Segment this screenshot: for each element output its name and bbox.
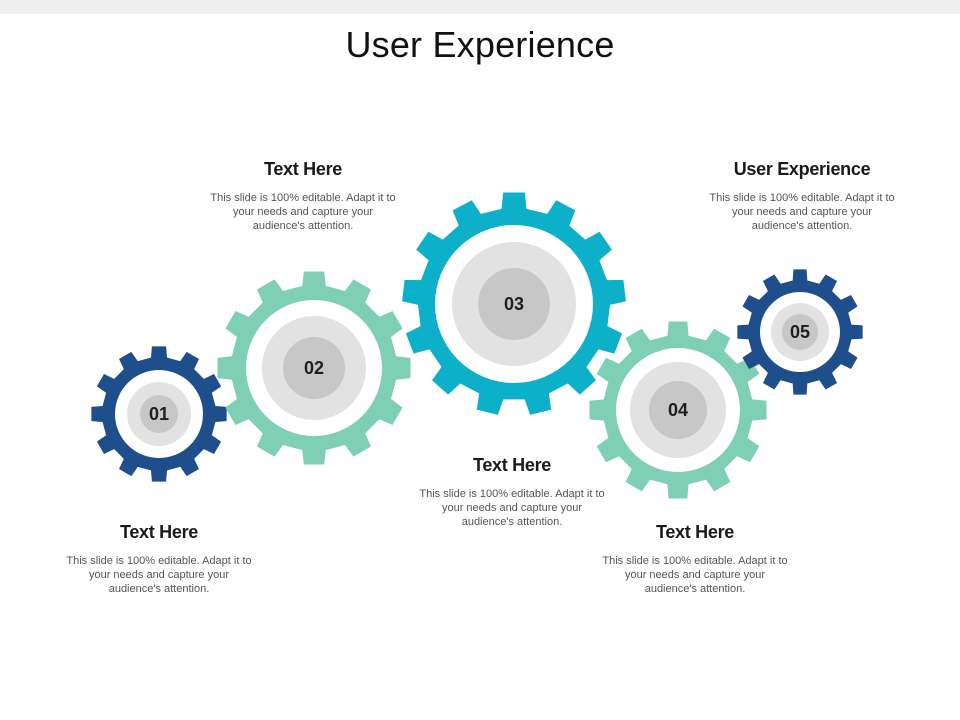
block-heading: Text Here [119,522,198,542]
gear-number: 01 [149,404,169,424]
text-block-03: Text Here This slide is 100% editable. A… [417,455,607,529]
text-block-05: User Experience This slide is 100% edita… [707,159,897,233]
gear-03: 03 [402,192,626,415]
gear-number: 02 [304,358,324,378]
slide-title: User Experience [345,24,615,65]
gear-02: 02 [217,271,411,465]
gear-number: 05 [790,322,810,342]
block-body: This slide is 100% editable. Adapt it to… [709,192,895,232]
block-heading: User Experience [733,159,871,179]
gear-05: 05 [737,269,863,395]
top-strip [0,0,960,14]
gear-core [478,268,550,340]
block-body: This slide is 100% editable. Adapt it to… [602,555,788,595]
text-block-01: Text Here This slide is 100% editable. A… [64,522,254,596]
block-heading: Text Here [263,159,342,179]
text-block-02: Text Here This slide is 100% editable. A… [208,159,398,233]
gear-core [782,314,818,350]
gear-number: 03 [504,294,524,314]
gear-core [649,381,707,439]
block-body: This slide is 100% editable. Adapt it to… [66,555,252,595]
gear-number: 04 [668,400,688,420]
gear-01: 01 [91,346,227,482]
text-block-04: Text Here This slide is 100% editable. A… [600,522,790,596]
block-heading: Text Here [655,522,734,542]
block-body: This slide is 100% editable. Adapt it to… [210,192,396,232]
block-body: This slide is 100% editable. Adapt it to… [419,488,605,528]
gear-core [140,395,178,433]
gear-04: 04 [589,321,767,499]
block-heading: Text Here [472,455,551,475]
gear-core [283,337,345,399]
